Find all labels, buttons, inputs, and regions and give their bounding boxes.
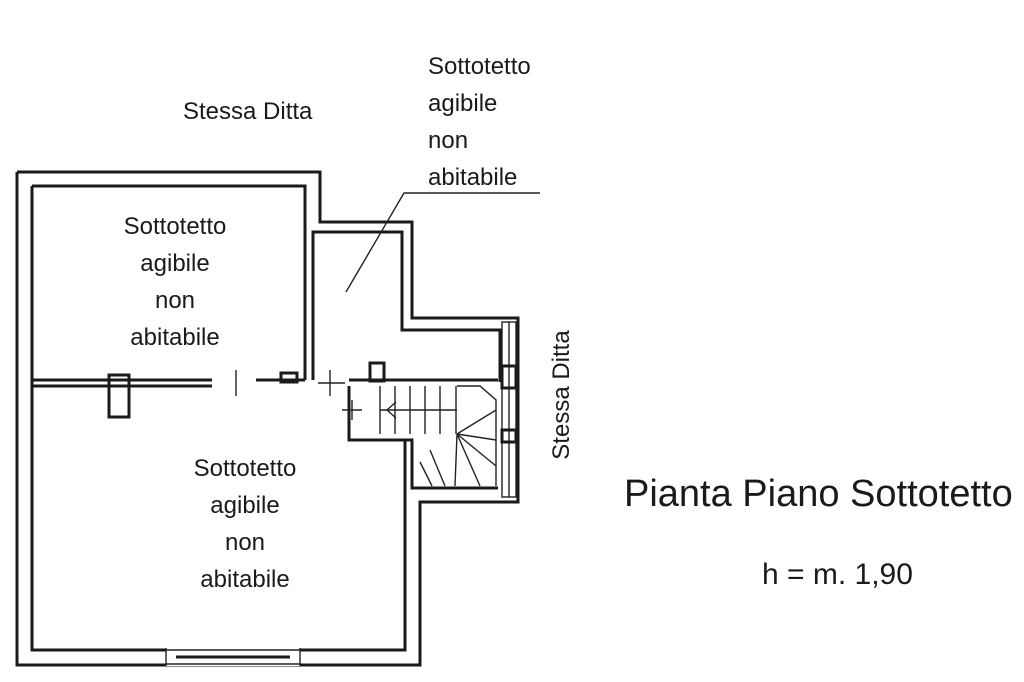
stair-winder <box>419 461 433 487</box>
stair-winder <box>429 449 446 487</box>
height-note: h = m. 1,90 <box>762 558 913 591</box>
stair-winder <box>454 433 458 487</box>
room-label-line: Sottotetto <box>123 213 227 240</box>
plan-title: Pianta Piano Sottotetto <box>624 473 1013 515</box>
neighbor-label-top: Stessa Ditta <box>183 98 313 125</box>
room-label-top: Sottotetto agibile non abitabile <box>100 208 250 356</box>
right-window-post <box>500 428 518 444</box>
stair-winder <box>457 385 497 486</box>
room-label-line: agibile <box>428 90 498 117</box>
room-label-bottom: Sottotetto agibile non abitabile <box>170 450 320 598</box>
chimney-block <box>107 373 131 419</box>
stair-winder <box>456 433 497 441</box>
room-label-line: non <box>428 127 469 154</box>
inner-wall <box>32 184 307 380</box>
stair-post <box>368 361 386 383</box>
partition-post <box>279 371 299 384</box>
label-leader-line <box>345 192 540 293</box>
stair-winder <box>456 409 497 435</box>
room-label-line: agibile <box>140 250 210 277</box>
stair-winder <box>456 433 481 487</box>
room-label-line: non <box>224 529 266 556</box>
neighbor-label-right: Stessa Ditta <box>548 330 575 460</box>
room-label-line: agibile <box>210 492 280 519</box>
room-label-middle: Sottotetto agibile non abitabile <box>428 48 568 196</box>
room-label-line: Sottotetto <box>428 53 531 80</box>
room-label-line: abitabile <box>130 324 220 351</box>
stair-arrow-head <box>385 401 397 419</box>
room-label-line: non <box>154 287 196 314</box>
stair-winder <box>456 433 497 467</box>
right-window-post <box>500 364 518 390</box>
stair-box <box>347 386 498 490</box>
room-label-line: abitabile <box>200 566 290 593</box>
room-label-line: abitabile <box>428 164 518 191</box>
middle-room-wall <box>311 230 502 382</box>
room-label-line: Sottotetto <box>193 455 297 482</box>
